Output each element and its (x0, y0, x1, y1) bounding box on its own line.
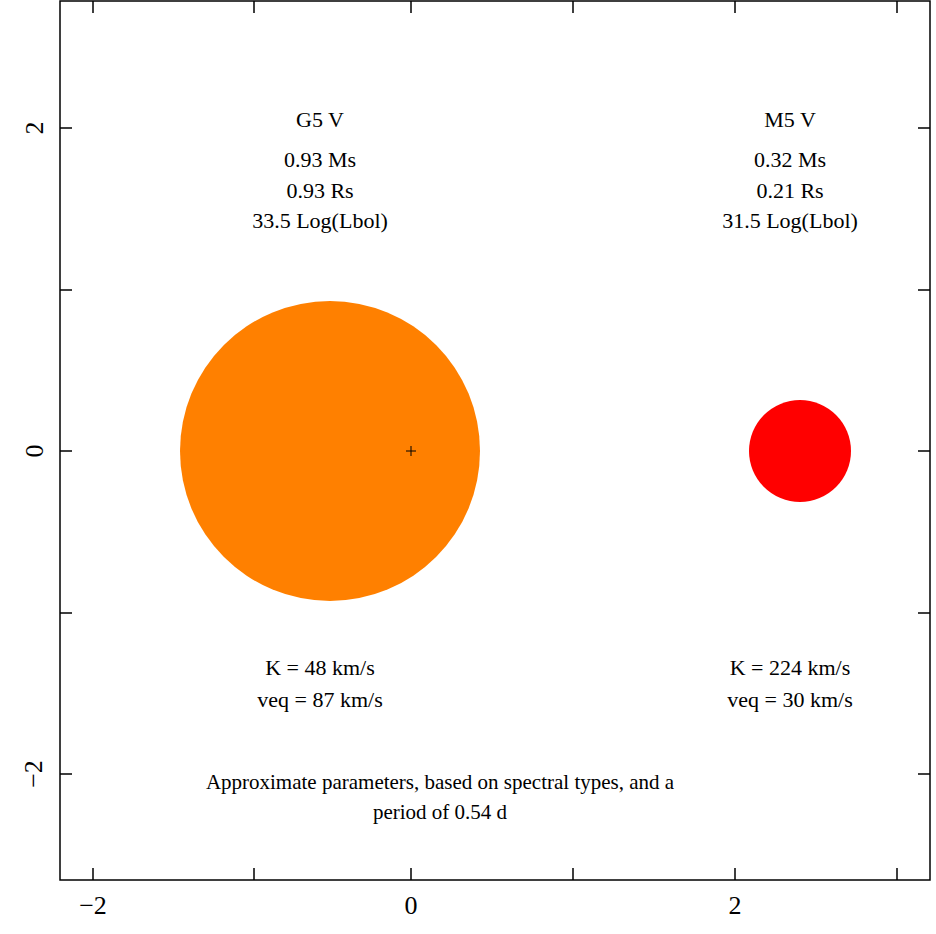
star-parameter: 0.93 Rs (160, 178, 480, 204)
star-parameter: K = 224 km/s (650, 655, 930, 681)
y-tick-label: 0 (19, 445, 49, 458)
y-tick-label: −2 (19, 760, 49, 788)
star-circle (180, 301, 480, 601)
star-parameter: 0.32 Ms (650, 147, 930, 173)
spectral-type: G5 V (160, 107, 480, 133)
x-tick-label: 0 (405, 891, 418, 921)
star-parameter: 0.93 Ms (160, 147, 480, 173)
spectral-type: M5 V (650, 107, 930, 133)
star-parameter: 0.21 Rs (650, 178, 930, 204)
star-parameter: veq = 30 km/s (650, 687, 930, 713)
center-of-mass-mark (406, 446, 416, 456)
note: Approximate parameters, based on spectra… (190, 767, 690, 827)
star-node: G5 V 0.93 Ms 0.93 Rs 33.5 Log(Lbol) K = 48 k… (160, 100, 480, 720)
star-parameter: 33.5 Log(Lbol) (160, 208, 480, 234)
star-parameter: veq = 87 km/s (160, 687, 480, 713)
x-tick-label: −2 (79, 891, 107, 921)
axis-ticks (60, 1, 930, 880)
y-tick-label: 2 (19, 122, 49, 135)
star-parameter: K = 48 km/s (160, 655, 480, 681)
axes-box (60, 1, 930, 880)
star-circle (749, 400, 851, 502)
star-parameter: 31.5 Log(Lbol) (650, 208, 930, 234)
x-tick-label: 2 (729, 891, 742, 921)
star-node: M5 V 0.32 Ms 0.21 Rs 31.5 Log(Lbol) K = 224 … (650, 100, 930, 720)
